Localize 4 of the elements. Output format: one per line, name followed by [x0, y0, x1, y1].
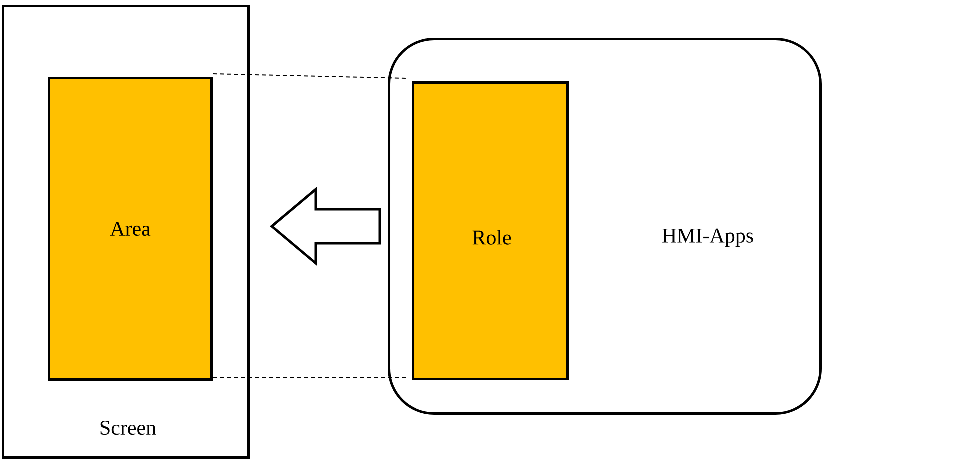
area-box: Area: [48, 77, 213, 381]
leader-line: [212, 74, 406, 79]
leader-line: [212, 377, 406, 378]
role-box: Role: [412, 82, 569, 380]
